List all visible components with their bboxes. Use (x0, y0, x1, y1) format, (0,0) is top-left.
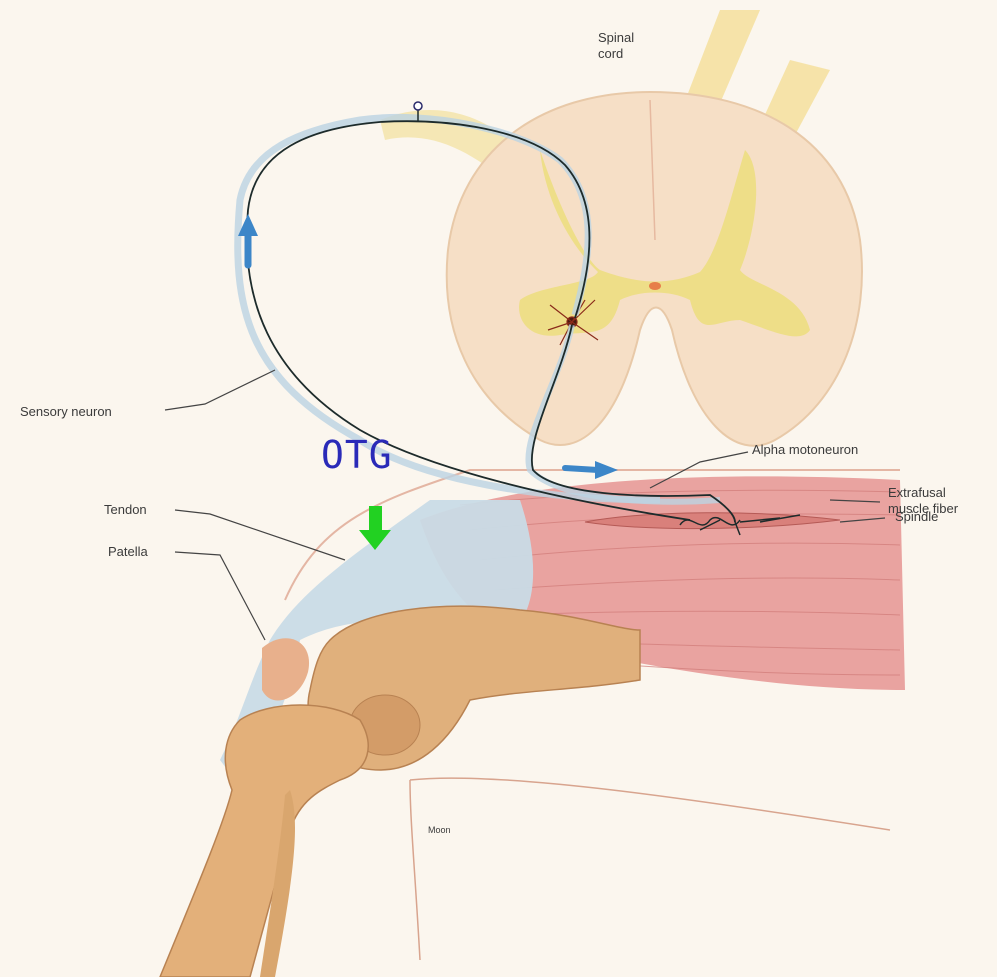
alpha-motoneuron-label: Alpha motoneuron (752, 442, 858, 458)
central-canal (649, 282, 661, 290)
leader-tendon (175, 510, 345, 560)
moon-label: Moon (428, 822, 451, 838)
patella-label: Patella (108, 544, 148, 560)
leader-patella (175, 552, 265, 640)
tendon-label: Tendon (104, 502, 147, 518)
otg-label: OTG (321, 433, 393, 477)
spinal-cord-label: Spinal cord (598, 30, 634, 62)
sensory-neuron-label: Sensory neuron (20, 404, 112, 420)
tibia (160, 705, 368, 977)
leader-sensory (165, 370, 275, 410)
spinal-cord-section (447, 92, 862, 446)
dorsal-root-ganglion (414, 102, 422, 110)
spindle-label: Spindle (895, 509, 938, 525)
lower-skin-outline (410, 778, 890, 960)
patella (262, 638, 309, 700)
efferent-arrow-icon (565, 461, 618, 479)
